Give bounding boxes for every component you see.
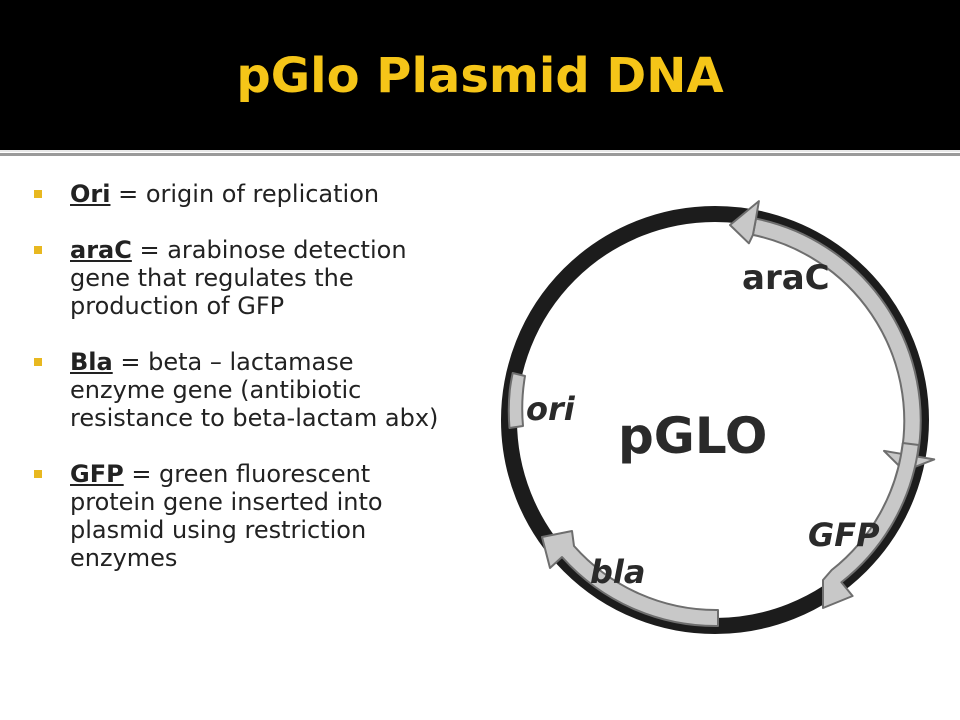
- definition-bla: = beta – lactamase enzyme gene (antibiot…: [70, 348, 439, 432]
- divider-dark: [0, 153, 960, 156]
- divider-light: [0, 150, 960, 152]
- bullet-bla: Bla = beta – lactamase enzyme gene (anti…: [34, 348, 454, 432]
- bullet-square-icon: [34, 190, 42, 198]
- bullet-list: Ori = origin of replication araC = arabi…: [34, 180, 454, 600]
- label-arac: araC: [742, 258, 830, 298]
- label-plasmid-name: pGLO: [618, 407, 767, 465]
- slide-title: pGlo Plasmid DNA: [236, 48, 724, 104]
- definition-arac: = arabinose detection gene that regulate…: [70, 236, 407, 320]
- term-ori: Ori: [70, 180, 111, 208]
- title-bar: [0, 0, 960, 150]
- gfp-segment: [822, 442, 920, 609]
- plasmid-diagram: araC ori pGLO GFP bla: [501, 200, 936, 634]
- label-bla: bla: [590, 553, 645, 591]
- bullet-ori: Ori = origin of replication: [34, 180, 454, 208]
- arac-arrowhead: [729, 200, 760, 245]
- label-ori: ori: [526, 390, 576, 428]
- definition-ori: = origin of replication: [110, 180, 380, 208]
- ori-segment: [507, 372, 526, 429]
- bullet-gfp: GFP = green fluorescent protein gene ins…: [34, 460, 454, 572]
- definition-gfp: = green fluorescent protein gene inserte…: [70, 460, 383, 572]
- term-bla: Bla: [70, 348, 113, 376]
- bla-segment: [541, 530, 719, 628]
- label-gfp: GFP: [808, 516, 880, 554]
- bullet-square-icon: [34, 470, 42, 478]
- term-arac: araC: [70, 236, 132, 264]
- bullet-arac: araC = arabinose detection gene that reg…: [34, 236, 454, 320]
- term-gfp: GFP: [70, 460, 124, 488]
- bullet-square-icon: [34, 246, 42, 254]
- bullet-square-icon: [34, 358, 42, 366]
